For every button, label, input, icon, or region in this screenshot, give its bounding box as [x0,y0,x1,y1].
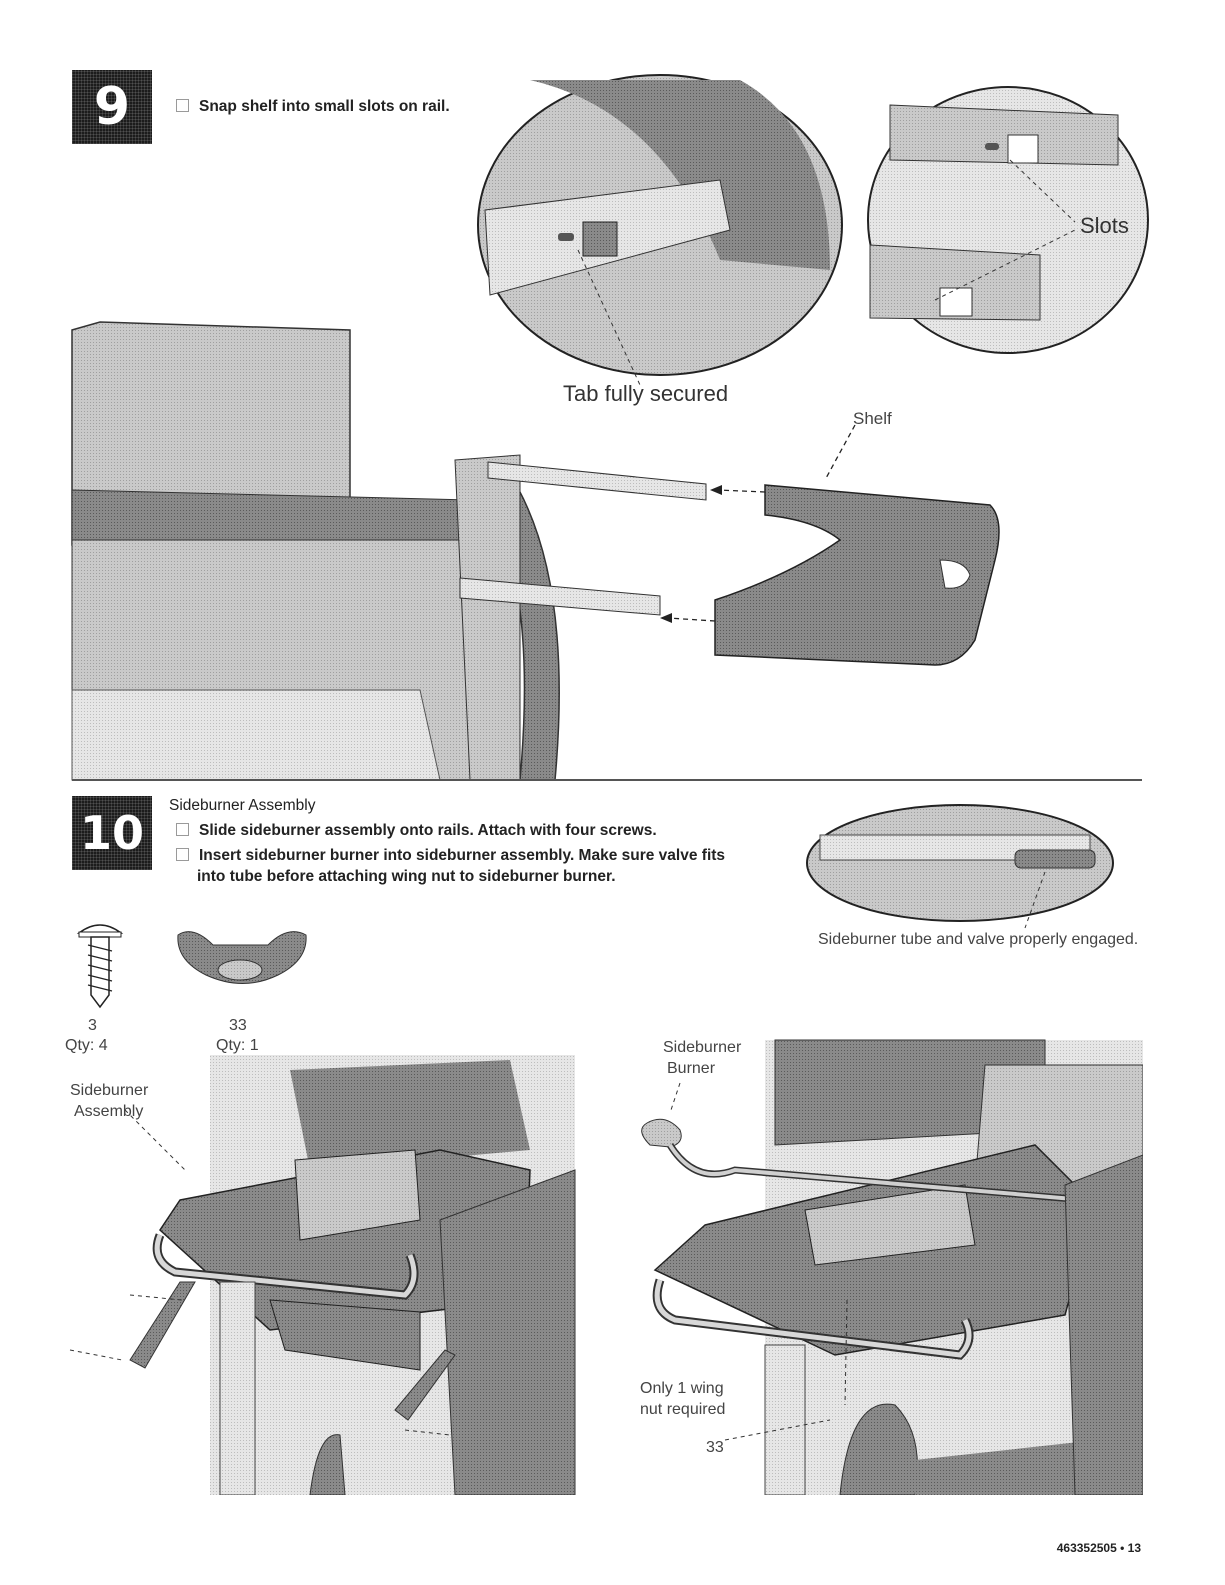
page-footer: 463352505 • 13 [1056,1541,1141,1555]
slots-detail-circle [867,86,1149,354]
tab-secured-label: Tab fully secured [563,381,729,406]
step-9-instruction: Snap shelf into small slots on rail. [176,96,450,117]
sideburner-burner-label-line1: Sideburner [663,1039,742,1056]
sideburner-burner-label-line2: Burner [667,1060,716,1077]
checkbox-icon [176,823,189,836]
step-9-illustration [71,74,1149,781]
step-9-instruction-text: Snap shelf into small slots on rail. [199,98,450,115]
step-10-badge: 10 [72,796,152,870]
tab-detail-circle [477,74,843,386]
grill-body-illustration [71,321,560,781]
rail-illustration [459,461,707,616]
part-3-qty: Qty: 4 [65,1037,108,1054]
step-10-title: Sideburner Assembly [169,797,316,814]
step-10-instruction-1-text: Slide sideburner assembly onto rails. At… [199,822,657,839]
screw-icon [76,924,124,1009]
checkbox-icon [176,99,189,112]
sideburner-assembly-label-line1: Sideburner [70,1082,149,1099]
sideburner-assembly-label-line2: Assembly [74,1103,144,1120]
step-10-instruction-2-text: Insert sideburner burner into sideburner… [197,847,726,885]
part-3-number: 3 [88,1017,97,1034]
part-33-number: 33 [229,1017,247,1034]
sideburner-valve-detail [806,804,1114,929]
wing-nut-note-line2: nut required [640,1401,726,1418]
step-10-number: 10 [79,806,144,860]
detail-caption: Sideburner tube and valve properly engag… [818,931,1139,948]
part-33-callout: 33 [706,1439,724,1456]
step-10-instruction-2: Insert sideburner burner into sideburner… [176,845,757,887]
slots-label: Slots [1080,213,1129,238]
step-9-badge: 9 [72,70,152,144]
checkbox-icon [176,848,189,861]
shelf-label: Shelf [853,409,892,428]
section-divider [72,779,1142,781]
sideburner-burner-illustration [641,1039,1143,1495]
wing-nut-note-line1: Only 1 wing [640,1380,724,1397]
step-9-number: 9 [93,77,131,137]
shelf-illustration [714,484,1000,666]
part-33-qty: Qty: 1 [216,1037,259,1054]
wing-nut-icon [177,931,307,984]
shelf-arrow-icons [667,424,856,622]
step-10-instruction-1: Slide sideburner assembly onto rails. At… [176,820,776,841]
sideburner-assembly-illustration [69,1055,576,1495]
